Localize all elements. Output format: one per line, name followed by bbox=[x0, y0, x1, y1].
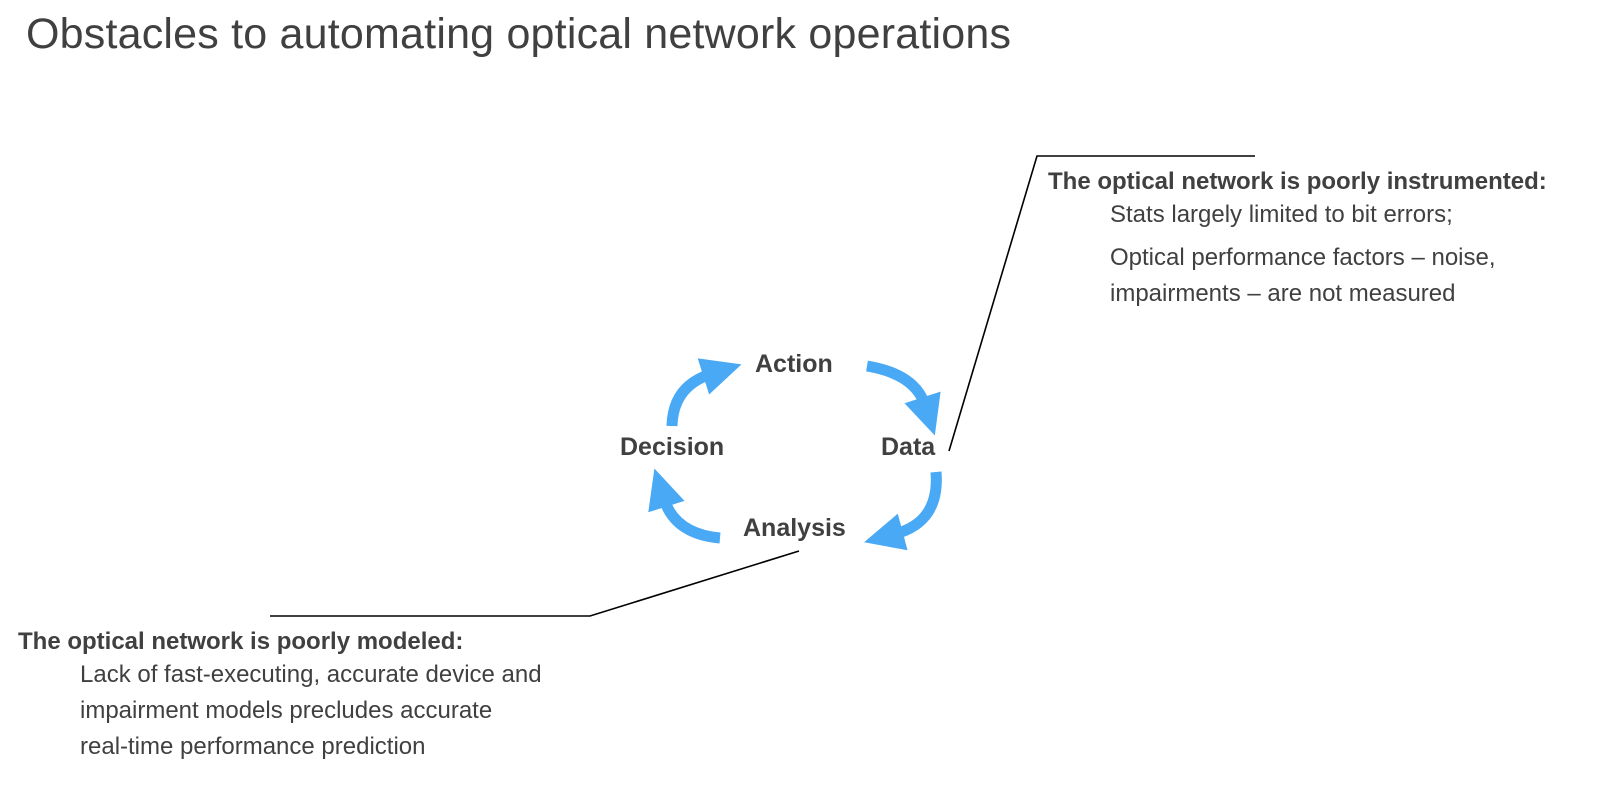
callout-instrumented-line: Stats largely limited to bit errors; bbox=[1110, 201, 1453, 228]
cycle-step-data: Data bbox=[881, 433, 936, 461]
callout-modeled-heading: The optical network is poorly modeled: bbox=[18, 628, 464, 655]
callout-instrumented-line: Optical performance factors – noise, bbox=[1110, 244, 1496, 271]
arrow-action-to-data bbox=[866, 360, 941, 436]
callout-modeled-line: impairment models precludes accurate bbox=[80, 697, 493, 724]
slide-title: Obstacles to automating optical network … bbox=[26, 10, 1012, 58]
arrow-decision-to-action bbox=[666, 358, 742, 427]
cycle-step-action: Action bbox=[755, 350, 833, 378]
connector-line-modeled bbox=[270, 550, 800, 617]
callout-instrumented-heading: The optical network is poorly instrument… bbox=[1048, 168, 1547, 195]
callout-instrumented: The optical network is poorly instrument… bbox=[1048, 167, 1547, 312]
callout-instrumented-line: impairments – are not measured bbox=[1110, 280, 1456, 307]
arrow-data-to-analysis bbox=[864, 471, 942, 551]
cycle-step-analysis: Analysis bbox=[743, 514, 846, 542]
callout-modeled: The optical network is poorly modeled: L… bbox=[18, 627, 542, 765]
cycle-step-decision: Decision bbox=[620, 433, 725, 461]
callout-modeled-line: real-time performance prediction bbox=[80, 733, 426, 760]
connector-line-instrumented bbox=[948, 155, 1255, 452]
callout-modeled-line: Lack of fast-executing, accurate device … bbox=[80, 661, 542, 688]
arrow-analysis-to-decision bbox=[648, 468, 721, 544]
